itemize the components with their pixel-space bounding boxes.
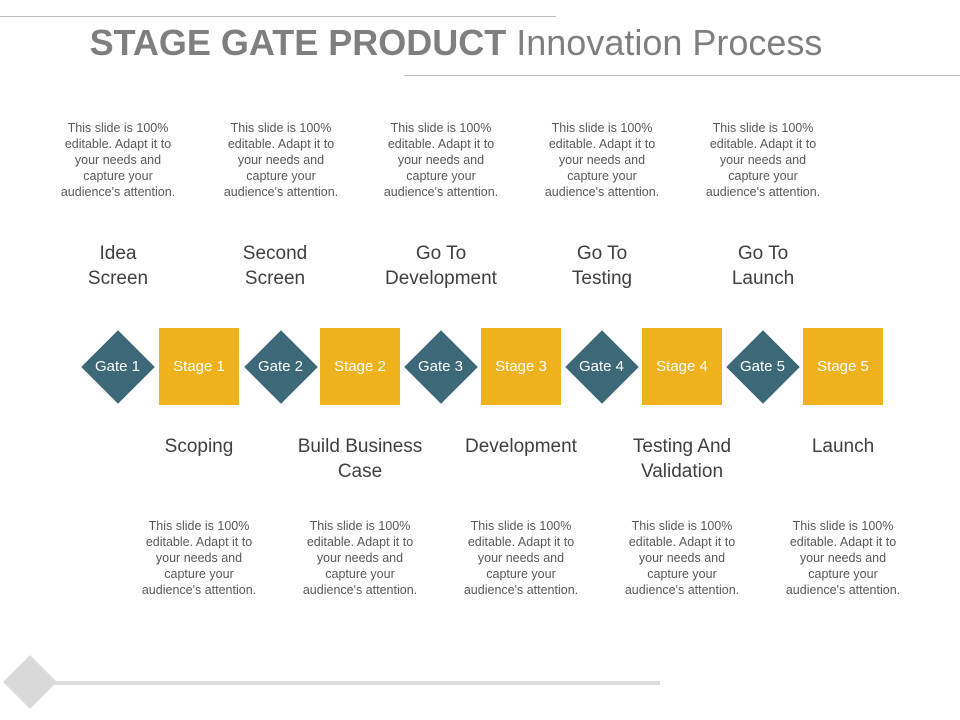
gate-5: Gate 5 [726, 330, 800, 404]
stage-3-name: Development [465, 436, 577, 457]
gate-2-label: Gate 2 [257, 358, 304, 375]
stage-5: Stage 5 [803, 328, 883, 405]
gate-3: Gate 3 [404, 330, 478, 404]
gate-4-description: This slide is 100% editable. Adapt it to… [544, 121, 660, 199]
gate-2: Gate 2 [244, 330, 318, 404]
gate-4: Gate 4 [565, 330, 639, 404]
gate-1-description: This slide is 100% editable. Adapt it to… [60, 121, 176, 199]
stage-3-description: This slide is 100% editable. Adapt it to… [463, 519, 579, 597]
gate-2-description: This slide is 100% editable. Adapt it to… [223, 121, 339, 199]
stage-4-description: This slide is 100% editable. Adapt it to… [624, 519, 740, 597]
stage-3: Stage 3 [481, 328, 561, 405]
gate-3-label: Gate 3 [417, 358, 464, 375]
top-left-rule [0, 16, 556, 17]
bottom-rule [40, 681, 660, 685]
corner-diamond-icon [3, 655, 57, 709]
title-normal: Innovation Process [516, 22, 823, 63]
gate-5-label: Gate 5 [739, 358, 786, 375]
gate-1: Gate 1 [81, 330, 155, 404]
gate-5-description: This slide is 100% editable. Adapt it to… [705, 121, 821, 199]
stage-4: Stage 4 [642, 328, 722, 405]
gate-3-description: This slide is 100% editable. Adapt it to… [383, 121, 499, 199]
stage-5-description: This slide is 100% editable. Adapt it to… [785, 519, 901, 597]
stage-1-description: This slide is 100% editable. Adapt it to… [141, 519, 257, 597]
title-bold: STAGE GATE PRODUCT [89, 22, 507, 63]
stage-1-name: Scoping [164, 436, 234, 457]
stage-2-description: This slide is 100% editable. Adapt it to… [302, 519, 418, 597]
stage-5-name: Launch [811, 436, 875, 457]
gate-1-label: Gate 1 [94, 358, 141, 375]
top-right-rule [404, 75, 960, 76]
page-title: STAGE GATE PRODUCT Innovation Process [0, 22, 912, 64]
gate-4-label: Gate 4 [578, 358, 625, 375]
stage-1: Stage 1 [159, 328, 239, 405]
stage-2: Stage 2 [320, 328, 400, 405]
